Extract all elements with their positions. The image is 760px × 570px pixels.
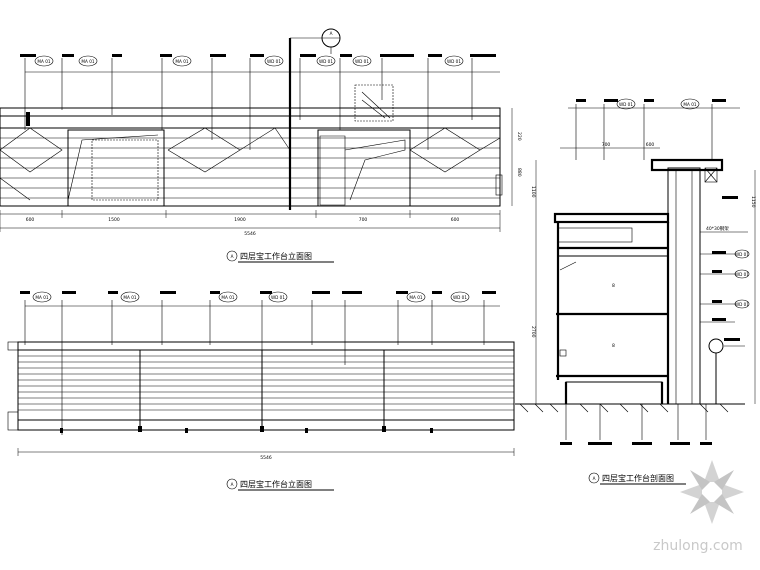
material-tag: WD 01 bbox=[734, 299, 749, 309]
material-tag: WD 01 bbox=[316, 55, 336, 67]
section-bottom-labels bbox=[560, 404, 712, 445]
svg-text:WD 01: WD 01 bbox=[735, 302, 749, 307]
svg-text:WD 01: WD 01 bbox=[267, 59, 281, 64]
svg-text:WD 01: WD 01 bbox=[447, 59, 461, 64]
section-view: WD 01 MA 01 700 600 bbox=[515, 98, 756, 485]
material-tag: MA 01 bbox=[680, 98, 700, 110]
svg-text:MA 01: MA 01 bbox=[35, 295, 48, 300]
svg-text:WD 01: WD 01 bbox=[453, 295, 467, 300]
svg-text:MA 01: MA 01 bbox=[409, 295, 422, 300]
section-right-labels: 40*30钢架 WD 01 WD 01 bbox=[700, 196, 749, 404]
bottom-counter-body bbox=[7, 341, 515, 433]
svg-text:2700: 2700 bbox=[530, 326, 536, 338]
top-counter-body bbox=[0, 84, 503, 207]
section-body: 8 8 bbox=[553, 158, 724, 405]
material-tag: WD 01 bbox=[352, 55, 372, 67]
svg-text:WD 01: WD 01 bbox=[319, 59, 333, 64]
svg-text:WD 01: WD 01 bbox=[355, 59, 369, 64]
watermark: zhulong.com bbox=[653, 460, 744, 554]
material-tag: WD 01 bbox=[734, 249, 749, 259]
watermark-logo-icon bbox=[680, 460, 744, 524]
material-tag: MA 01 bbox=[32, 291, 52, 303]
section-callout: A bbox=[288, 28, 341, 210]
top-elevation: A bbox=[0, 28, 522, 263]
bottom-leader-labels: MA 01 MA 01 MA 01 WD 01 MA 01 WD 01 bbox=[20, 291, 500, 435]
section-ground bbox=[515, 403, 745, 413]
svg-text:A: A bbox=[231, 482, 234, 487]
top-dimensions: 600 1500 1900 700 600 5546 220 880 bbox=[0, 108, 522, 237]
svg-text:MA 01: MA 01 bbox=[37, 59, 50, 64]
section-title: A 四层宝工作台剖面图 bbox=[588, 472, 686, 485]
material-tag: MA 01 bbox=[172, 55, 192, 67]
svg-text:WD 01: WD 01 bbox=[735, 252, 749, 257]
top-elevation-title: A 四层宝工作台立面图 bbox=[226, 250, 334, 263]
svg-text:1150: 1150 bbox=[750, 196, 756, 208]
svg-text:四层宝工作台立面图: 四层宝工作台立面图 bbox=[240, 251, 312, 261]
watermark-text: zhulong.com bbox=[653, 538, 743, 554]
svg-text:四层宝工作台立面图: 四层宝工作台立面图 bbox=[240, 479, 312, 489]
svg-text:MA 01: MA 01 bbox=[175, 59, 188, 64]
svg-text:MA 01: MA 01 bbox=[683, 102, 696, 107]
svg-text:1500: 1500 bbox=[108, 217, 120, 223]
svg-text:220: 220 bbox=[516, 132, 522, 141]
svg-text:1100: 1100 bbox=[530, 186, 536, 198]
material-tag: WD 01 bbox=[268, 291, 288, 303]
material-tag: MA 01 bbox=[78, 55, 98, 67]
svg-text:600: 600 bbox=[451, 217, 460, 223]
material-tag: WD 01 bbox=[444, 55, 464, 67]
material-tag: MA 01 bbox=[218, 291, 238, 303]
material-tag: MA 01 bbox=[34, 55, 54, 67]
svg-text:880: 880 bbox=[516, 168, 522, 177]
section-leaders: WD 01 MA 01 700 600 bbox=[560, 98, 740, 160]
svg-text:A: A bbox=[231, 254, 234, 259]
material-tag: WD 01 bbox=[616, 98, 636, 110]
svg-text:WD 01: WD 01 bbox=[619, 102, 633, 107]
svg-text:MA 01: MA 01 bbox=[221, 295, 234, 300]
svg-text:700: 700 bbox=[602, 142, 611, 148]
svg-text:600: 600 bbox=[26, 217, 35, 223]
svg-text:8: 8 bbox=[612, 283, 615, 289]
svg-text:700: 700 bbox=[359, 217, 368, 223]
svg-text:MA 01: MA 01 bbox=[81, 59, 94, 64]
bottom-elevation: MA 01 MA 01 MA 01 WD 01 MA 01 WD 01 bbox=[7, 291, 515, 491]
svg-text:8: 8 bbox=[612, 343, 615, 349]
material-tag: WD 01 bbox=[450, 291, 470, 303]
bottom-elevation-title: A 四层宝工作台立面图 bbox=[226, 478, 334, 491]
svg-text:WD 01: WD 01 bbox=[271, 295, 285, 300]
svg-text:四层宝工作台剖面图: 四层宝工作台剖面图 bbox=[602, 473, 674, 483]
svg-text:MA 01: MA 01 bbox=[123, 295, 136, 300]
bottom-dimensions: 5546 bbox=[17, 448, 515, 461]
svg-text:1900: 1900 bbox=[234, 217, 246, 223]
section-side-dims: 1100 2700 1150 bbox=[530, 160, 756, 404]
material-tag: WD 01 bbox=[264, 55, 284, 67]
svg-text:40*30钢架: 40*30钢架 bbox=[706, 225, 729, 232]
svg-text:5546: 5546 bbox=[260, 455, 272, 461]
svg-text:600: 600 bbox=[646, 142, 655, 148]
svg-text:WD 01: WD 01 bbox=[735, 272, 749, 277]
svg-text:5546: 5546 bbox=[244, 231, 256, 237]
material-tag: MA 01 bbox=[120, 291, 140, 303]
top-leader-labels: MA 01 MA 01 MA 01 WD 01 WD 01 WD 01 bbox=[20, 54, 500, 150]
material-tag: MA 01 bbox=[406, 291, 426, 303]
svg-text:A: A bbox=[593, 476, 596, 481]
svg-text:A: A bbox=[330, 31, 333, 36]
material-tag: WD 01 bbox=[734, 269, 749, 279]
